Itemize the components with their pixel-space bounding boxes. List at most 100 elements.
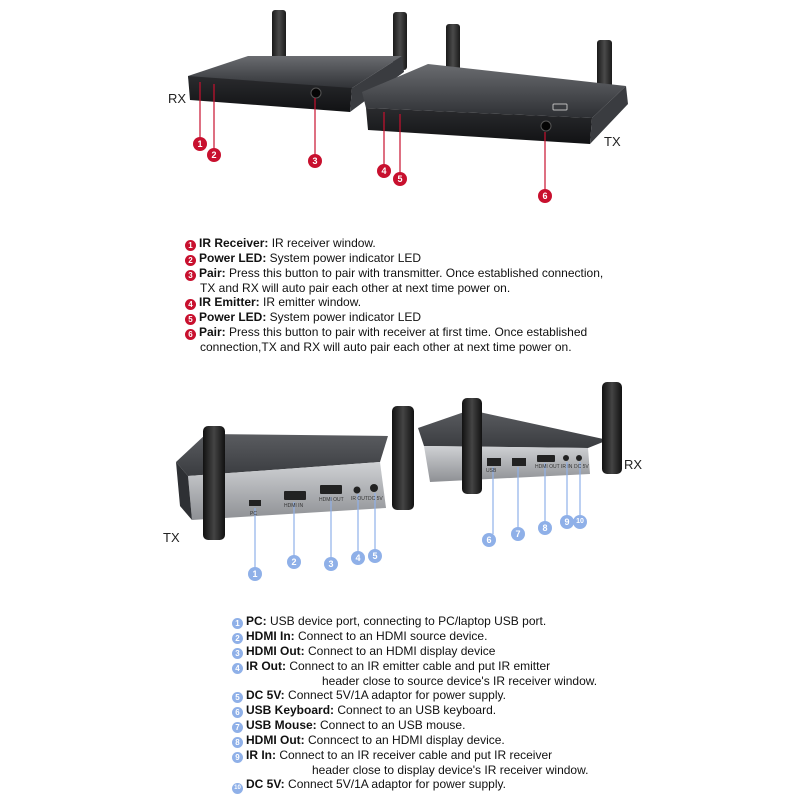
legend-desc: System power indicator LED (266, 310, 422, 324)
port-label-ir-out: IR OUT (351, 496, 368, 502)
legend-number: 4 (232, 663, 243, 674)
legend-title: USB Mouse: (246, 718, 317, 732)
rx2-usb-port-1 (487, 458, 501, 466)
legend-desc: Connect to an HDMI source device. (294, 629, 488, 643)
legend-desc: IR receiver window. (268, 236, 376, 250)
legend-desc: Press this button to pair with transmitt… (225, 266, 604, 280)
tx2-antenna-right (392, 406, 414, 510)
port-label-ir-in: IR IN (561, 464, 573, 470)
tx-antenna-left (446, 24, 460, 78)
port-label-hdmi-in: HDMI IN (284, 503, 304, 509)
legend-continuation: header close to display device's IR rece… (312, 763, 589, 777)
legend-number: 5 (185, 314, 196, 325)
bottom-marker-2: 2 (287, 555, 301, 569)
rx2-top-face (418, 410, 608, 448)
top-marker-5: 5 (393, 172, 407, 186)
legend-title: Pair: (199, 325, 226, 339)
legend-number: 3 (232, 648, 243, 659)
top-marker-6: 6 (538, 189, 552, 203)
legend-continuation: TX and RX will auto pair each other at n… (200, 281, 511, 295)
tx2-pc-port (249, 500, 261, 506)
legend-desc: Connect to an USB keyboard. (334, 703, 497, 717)
bottom-marker-3: 3 (324, 557, 338, 571)
legend-number: 8 (232, 737, 243, 748)
bottom-marker-7: 7 (511, 527, 525, 541)
legend-desc: Press this button to pair with receiver … (225, 325, 588, 339)
bottom-marker-1: 1 (248, 567, 262, 581)
port-label-usb: USB (486, 468, 497, 474)
legend-desc: System power indicator LED (266, 251, 422, 265)
legend-title: IR Receiver: (199, 236, 269, 250)
legend-title: IR Emitter: (199, 295, 260, 309)
legend-continuation: header close to source device's IR recei… (322, 674, 598, 688)
legend-title: HDMI In: (246, 629, 295, 643)
bottom-marker-10: 10 (573, 515, 587, 529)
bottom-marker-6: 6 (482, 533, 496, 547)
port-label-dc-rx: DC 5V (574, 464, 589, 470)
legend-number: 4 (185, 299, 196, 310)
tx2-dc-jack (370, 484, 378, 492)
legend-desc: Connect 5V/1A adaptor for power supply. (284, 688, 506, 702)
tx-antenna-right (597, 40, 612, 96)
legend-number: 5 (232, 692, 243, 703)
legend-desc: Connect to an IR receiver cable and put … (276, 748, 553, 762)
port-label-hdmi-out-rx: HDMI OUT (535, 464, 560, 470)
legend-number: 9 (232, 752, 243, 763)
top-marker-3: 3 (308, 154, 322, 168)
legend-title: PC: (246, 614, 267, 628)
legend-continuation: connection,TX and RX will auto pair each… (200, 340, 572, 354)
legend-desc: Connect to an HDMI display device (304, 644, 496, 658)
legend-number: 6 (232, 707, 243, 718)
rx-front-face (188, 76, 352, 112)
tx-front-face (366, 108, 592, 144)
bottom-marker-8: 8 (538, 521, 552, 535)
tx2-side-face (176, 462, 192, 520)
legend-number: 7 (232, 722, 243, 733)
legend-desc: USB device port, connecting to PC/laptop… (266, 614, 547, 628)
legend-desc: IR emitter window. (259, 295, 362, 309)
rx2-hdmi-port (537, 455, 555, 462)
rx2-antenna-left (462, 398, 482, 494)
rx2-antenna-right (602, 382, 622, 474)
tx2-hdmi-out-port (320, 485, 342, 494)
legend-title: HDMI Out: (246, 733, 305, 747)
legend-title: IR In: (246, 748, 276, 762)
legend-number: 1 (232, 618, 243, 629)
bottom-marker-9: 9 (560, 515, 574, 529)
top-marker-4: 4 (377, 164, 391, 178)
tx2-top-face (176, 434, 388, 476)
port-label-pc: PC (250, 511, 257, 517)
top-marker-1: 1 (193, 137, 207, 151)
legend-title: USB Keyboard: (246, 703, 335, 717)
legend-title: DC 5V: (246, 777, 285, 791)
rx2-usb-port-2 (512, 458, 526, 466)
legend-title: Pair: (199, 266, 226, 280)
top-devices-illustration (188, 10, 628, 190)
rx2-dc-jack (576, 455, 582, 461)
tx-side-face (590, 86, 628, 144)
legend-desc: Connect 5V/1A adaptor for power supply. (284, 777, 506, 791)
tx2-hdmi-in-port (284, 491, 306, 500)
rx-antenna-left (272, 10, 286, 68)
legend-desc: Connect to an USB mouse. (316, 718, 466, 732)
legend-number: 2 (232, 633, 243, 644)
bottom-devices-illustration (176, 382, 622, 568)
legend-number: 2 (185, 255, 196, 266)
bottom-rx-label: RX (624, 457, 643, 472)
port-label-dc: DC 5V (368, 496, 383, 502)
bottom-marker-5: 5 (368, 549, 382, 563)
